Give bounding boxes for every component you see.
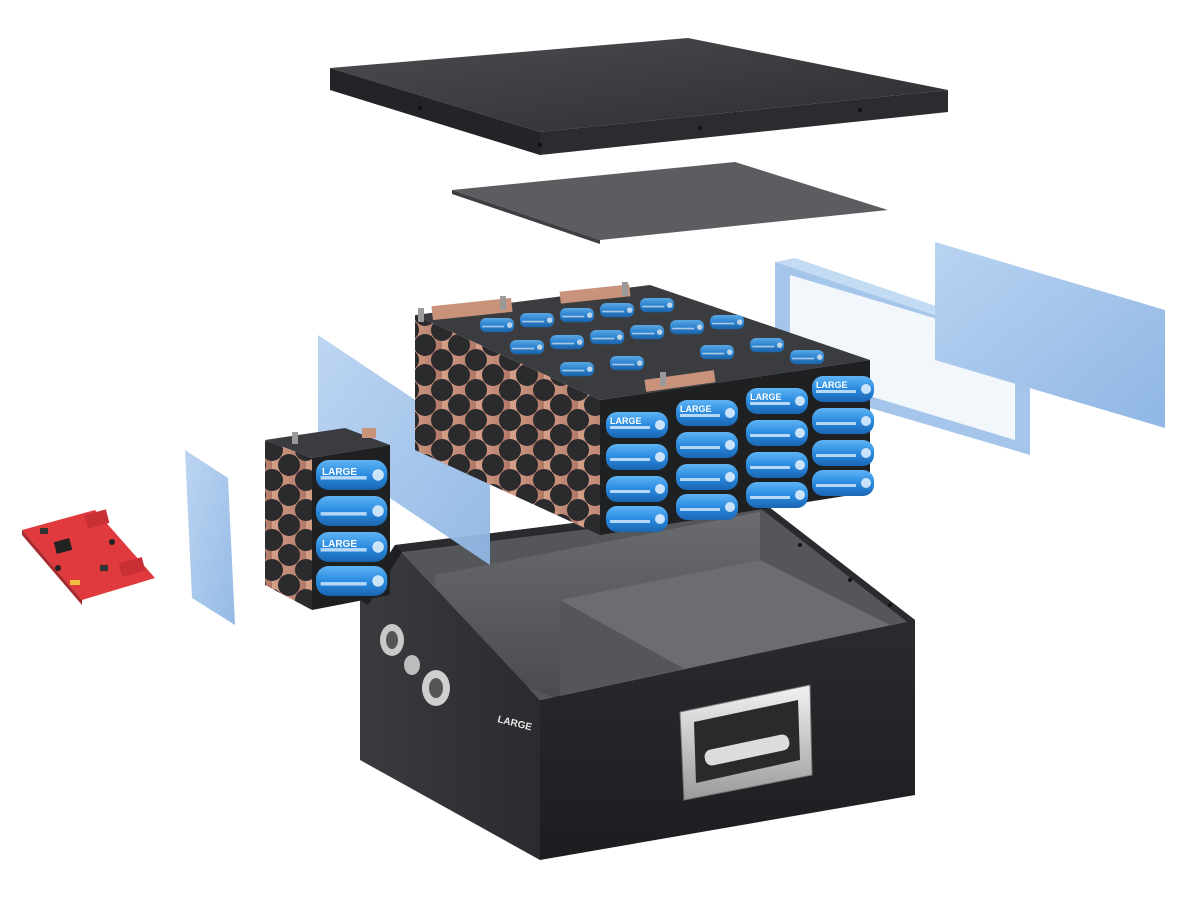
bms-circuit-board (22, 509, 155, 605)
power-connector (380, 624, 450, 706)
cell-brand-label: LARGE (680, 404, 712, 414)
main-battery-module: LARGE LARGE LARGE LARGE (415, 282, 874, 535)
cell-brand-label: LARGE (610, 416, 642, 426)
cell-brand-label: LARGE (322, 539, 357, 550)
cell-brand-label: LARGE (322, 467, 357, 478)
insulation-sheet-middle (318, 335, 490, 565)
insulation-sheet-right (935, 242, 1165, 428)
cell-brand-label: LARGE (750, 392, 782, 402)
insulation-sheet-left (185, 450, 235, 625)
top-lid (330, 38, 948, 155)
cell-brand-label: LARGE (816, 380, 848, 390)
battery-case: LARGE (360, 500, 915, 860)
insulation-pad-top (452, 162, 888, 244)
small-battery-module: LARGE LARGE (265, 428, 390, 610)
case-handle[interactable] (679, 684, 813, 801)
